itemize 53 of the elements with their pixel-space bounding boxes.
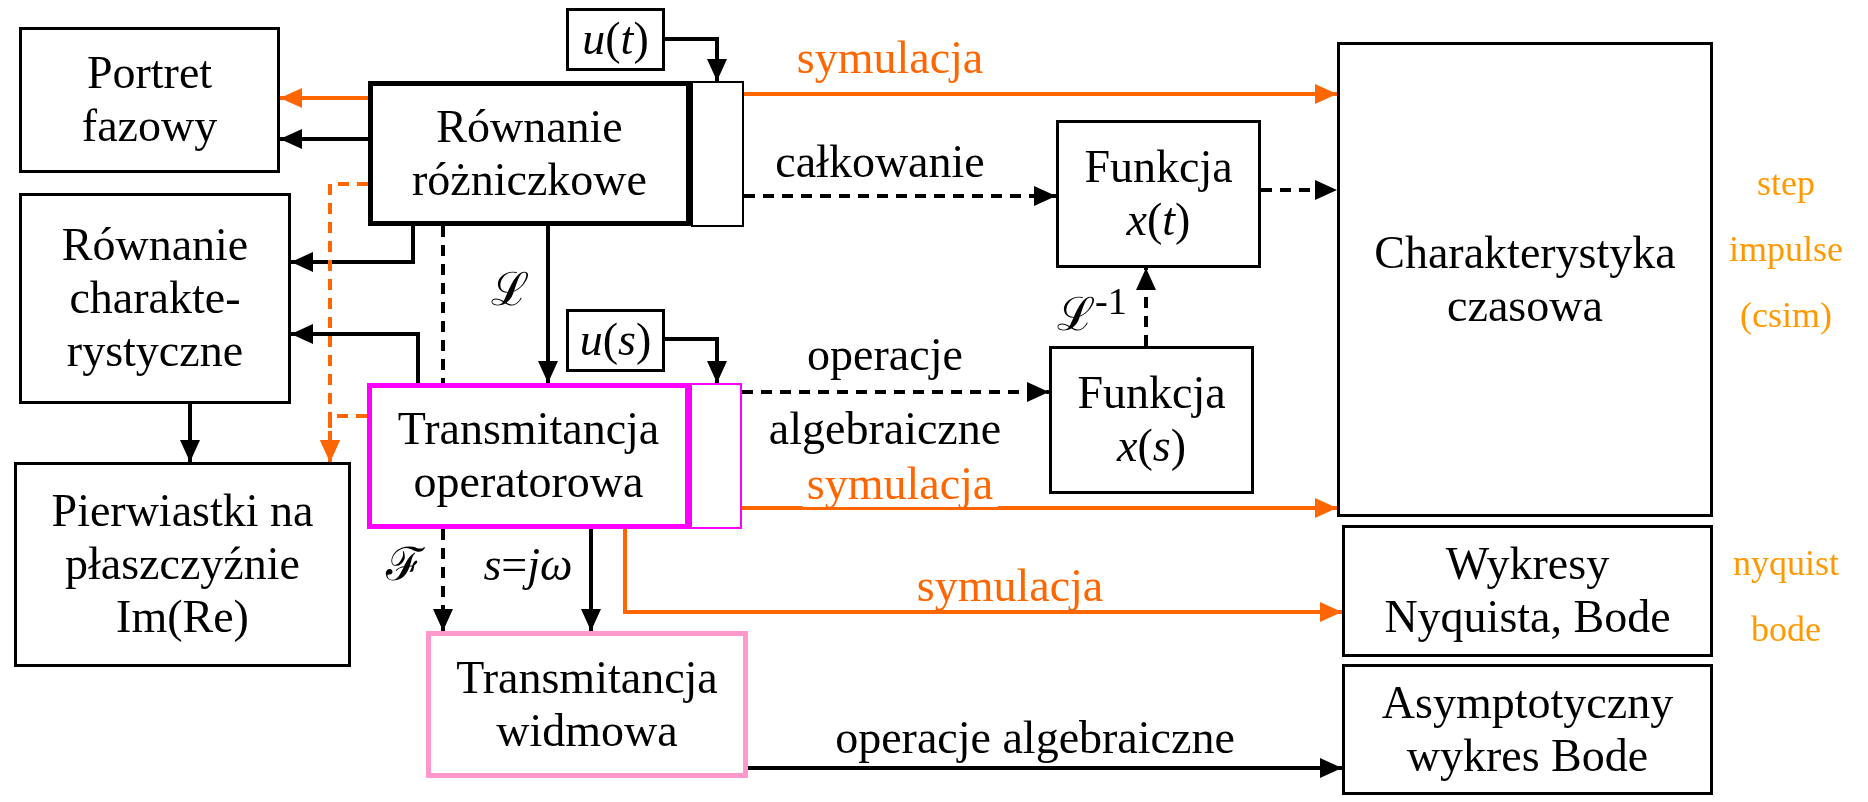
box-label: Portret fazowy — [80, 47, 219, 153]
arrow — [433, 529, 453, 631]
side-note: nyquist — [1733, 542, 1839, 584]
arrow — [291, 324, 420, 383]
box-label: Pierwiastki na płaszczyźnie Im(Re) — [50, 485, 315, 644]
side-note: bode — [1751, 608, 1821, 650]
arrow — [665, 337, 727, 383]
arrow — [581, 529, 601, 631]
box-label: u(t) — [582, 13, 649, 66]
process-box — [1049, 346, 1254, 494]
empty-box — [691, 81, 744, 227]
arrow — [180, 404, 200, 462]
side-note: impulse — [1729, 228, 1843, 270]
process-box — [1342, 525, 1713, 657]
box-label: Wykresy Nyquista, Bode — [1383, 538, 1672, 644]
side-note: (csim) — [1740, 294, 1832, 336]
empty-box — [690, 383, 742, 529]
arrow — [538, 226, 558, 383]
arrow — [291, 226, 415, 272]
process-box — [1342, 664, 1713, 795]
process-box — [14, 462, 351, 667]
arrow — [748, 758, 1342, 778]
box-label: Funkcja x(s) — [1076, 367, 1227, 473]
arrow — [665, 37, 727, 81]
process-box — [566, 8, 665, 71]
box-label: Charakterystyka czasowa — [1373, 226, 1677, 333]
process-box — [368, 81, 691, 226]
arrow — [744, 84, 1337, 104]
side-note: step — [1757, 162, 1815, 204]
box-label: Asymptotyczny wykres Bode — [1380, 676, 1675, 783]
process-box — [426, 631, 748, 778]
box-label: u(s) — [579, 314, 652, 367]
box-label: Równanie charakte- rystyczne — [60, 219, 250, 378]
arrow — [1136, 268, 1156, 346]
arrow — [742, 382, 1049, 402]
process-box — [1056, 120, 1261, 268]
process-box — [19, 27, 280, 173]
arrow — [280, 129, 368, 149]
arrow — [320, 414, 367, 462]
box-label: Transmitancja operatorowa — [396, 403, 661, 509]
arrow — [1261, 180, 1337, 200]
arrow — [623, 529, 1342, 622]
process-box — [1337, 42, 1713, 517]
edge-label: operacje algebraiczne — [767, 328, 1003, 456]
arrow — [280, 88, 368, 108]
box-label: Równanie różniczkowe — [411, 100, 648, 207]
process-box — [566, 309, 665, 372]
process-box — [367, 383, 690, 529]
process-box — [19, 193, 291, 404]
box-label: Transmitancja widmowa — [455, 651, 719, 758]
arrow — [742, 498, 1337, 518]
box-label: Funkcja x(t) — [1083, 141, 1234, 247]
arrow — [744, 186, 1056, 206]
